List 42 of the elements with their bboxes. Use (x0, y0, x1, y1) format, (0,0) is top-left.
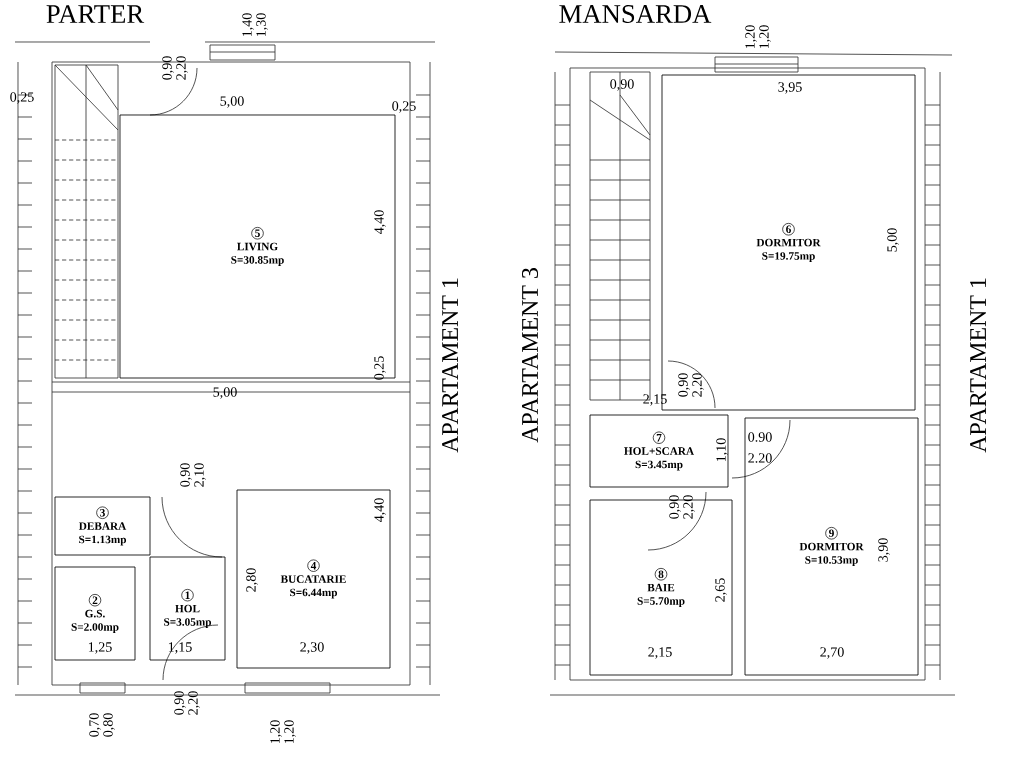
dimension-label: 3,90 (878, 538, 890, 562)
dimension-label: 2,15 (648, 647, 672, 659)
floor-title: PARTER (46, 5, 145, 23)
neighbor-label: APARTAMENT 1 (970, 278, 986, 453)
dimension-label: 0.90 (748, 432, 772, 442)
dimension-label: 0,90 (678, 373, 690, 397)
dimension-label: 3,95 (778, 82, 802, 94)
dimension-label: 2,20 (176, 56, 188, 80)
dimension-label: 1,30 (256, 13, 268, 37)
dimension-label: 2,15 (643, 394, 667, 406)
dimension-label: 2,30 (300, 642, 324, 654)
dimension-label: 0,25 (374, 356, 386, 380)
neighbor-label: APARTAMENT 1 (442, 278, 458, 453)
dimension-label: 2,70 (820, 647, 844, 659)
dimension-label: 1,20 (745, 25, 757, 49)
dimension-label: 2,80 (246, 568, 258, 592)
dimension-label: 0,70 (89, 713, 101, 737)
dimension-label: 2,10 (194, 463, 206, 487)
dimension-label: 1,20 (270, 720, 282, 744)
dimension-label: 2,65 (715, 578, 727, 602)
dimension-label: 0,90 (174, 691, 186, 715)
floor-title: MANSARDA (559, 5, 712, 23)
dimension-label: 2,20 (188, 691, 200, 715)
dimension-label: 5,00 (887, 228, 899, 252)
dimension-label: 0,80 (103, 713, 115, 737)
dimension-label: 2.20 (748, 453, 772, 463)
neighbor-label: APARTAMENT 3 (521, 268, 539, 443)
dimension-label: 1,20 (284, 720, 296, 744)
dimension-label: 0,90 (610, 79, 634, 91)
dimension-label: 1,10 (716, 438, 728, 462)
dimension-label: 1,20 (759, 25, 771, 49)
dimension-label: 0,90 (180, 463, 192, 487)
dimension-label: 0,25 (10, 92, 34, 104)
room: 3 DEBARA S=1.13mp (54, 496, 151, 556)
dimension-label: 0,25 (392, 101, 416, 113)
dimension-label: 1,40 (242, 13, 254, 37)
dimension-label: 0,90 (162, 56, 174, 80)
dimension-label: 4,40 (374, 210, 386, 235)
dimension-label: 1,15 (168, 642, 192, 654)
dimension-label: 2,20 (692, 373, 704, 397)
dimension-label: 4,40 (374, 498, 386, 523)
dimension-label: 1,25 (88, 642, 112, 654)
